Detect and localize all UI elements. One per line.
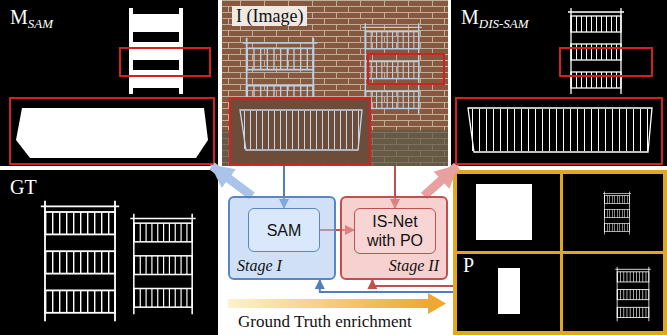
node-label: GT	[10, 176, 37, 198]
panel-frame	[453, 170, 667, 335]
brick-wall	[222, 0, 448, 166]
stage-box: Stage I SAM	[228, 196, 336, 280]
image-panel: MSAM	[0, 0, 218, 166]
shelf-wire	[568, 8, 624, 94]
process-box: SAM	[248, 208, 320, 252]
node-label: M	[10, 6, 28, 28]
zoom-basket	[240, 110, 362, 150]
zoom-marker	[368, 54, 444, 84]
mask-sam-panel	[0, 0, 218, 166]
quadrant	[457, 174, 560, 251]
panel-ground	[451, 0, 667, 166]
image-panel: MDIS-SAM	[451, 0, 667, 166]
node-label: Stage II	[389, 256, 439, 275]
image-panel: P	[453, 170, 667, 335]
node-label: IS-Net with PO	[359, 212, 431, 250]
enrichment-arrow	[228, 293, 446, 314]
image-panel: I (Image)	[222, 0, 448, 166]
shelf-wire	[130, 214, 195, 314]
flow-arrow	[424, 166, 457, 196]
flow-arrow	[320, 280, 453, 292]
quadrant	[457, 254, 560, 331]
zoom-silhouette	[16, 108, 208, 158]
arrow-head	[428, 293, 446, 314]
node-label: DIS-SAM	[479, 16, 529, 31]
arrow-shaft	[228, 299, 428, 308]
shelf-photo	[362, 23, 422, 115]
mask-dis-sam-panel	[451, 0, 667, 166]
zoom-box	[10, 98, 214, 164]
zoom-box	[456, 98, 662, 164]
image-panel: GT	[0, 170, 218, 335]
panel-ground	[0, 0, 218, 166]
zoom-marker	[120, 48, 210, 76]
image-panel	[222, 0, 448, 166]
shelf-wire	[615, 267, 650, 321]
node-label: SAM	[28, 16, 53, 31]
node-label: P	[463, 254, 474, 276]
shelf-wire	[41, 201, 119, 321]
prompt-panel	[453, 170, 667, 335]
quadrant	[563, 174, 663, 251]
node-label: Stage I	[237, 256, 282, 275]
flow-arrow	[212, 166, 252, 196]
zoom-box	[230, 98, 370, 164]
node-label: SAM	[267, 221, 302, 240]
flow-arrow	[372, 280, 453, 286]
shelf-wire	[603, 192, 631, 235]
process-box: IS-Net with PO	[354, 208, 436, 254]
node-label: M	[461, 6, 479, 28]
zoom-marker	[560, 48, 652, 76]
zoom-basket	[468, 108, 652, 152]
box-prompt	[476, 184, 532, 240]
panel-ground	[0, 170, 218, 335]
node-label: I (Image)	[232, 6, 307, 26]
stage-box: Stage II IS-Net with PO	[340, 196, 448, 280]
ground-truth-panel	[0, 170, 218, 335]
caption-label: Ground Truth enrichment	[238, 312, 412, 332]
shelf-silhouette	[129, 8, 183, 94]
box-prompt	[498, 268, 520, 314]
quadrant	[563, 254, 663, 331]
